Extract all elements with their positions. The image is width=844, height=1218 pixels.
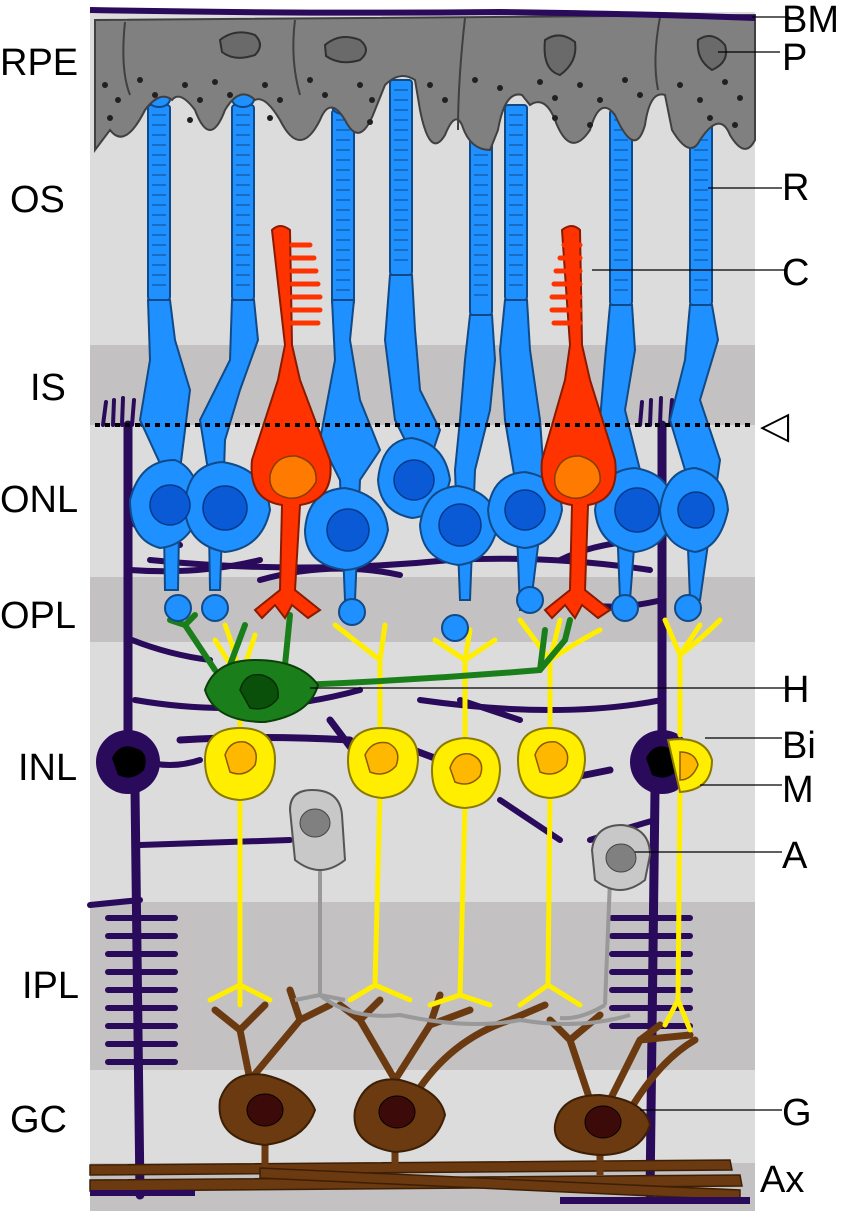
label-pigment: P bbox=[782, 37, 807, 79]
horizontal-cell bbox=[167, 612, 573, 724]
label-outer-limiting-membrane: ◁ bbox=[760, 405, 790, 447]
layer-label-is: IS bbox=[30, 367, 66, 409]
retinal-pigment-epithelium bbox=[94, 13, 756, 153]
label-amacrine-cell: A bbox=[782, 835, 808, 877]
label-ganglion-cell: G bbox=[782, 1092, 812, 1134]
layer-label-gc: GC bbox=[10, 1099, 67, 1141]
band-opl bbox=[90, 577, 755, 642]
muller-left-apical bbox=[101, 396, 147, 427]
axon-bundle bbox=[89, 1159, 743, 1201]
leader-lines bbox=[310, 16, 790, 1111]
label-axons: Ax bbox=[760, 1159, 804, 1201]
muller-cells bbox=[87, 396, 693, 1200]
layer-label-onl: ONL bbox=[0, 479, 78, 521]
cone-photoreceptors bbox=[250, 225, 617, 620]
layer-label-os: OS bbox=[10, 179, 65, 221]
inner-limiting-membrane-right bbox=[560, 1197, 750, 1204]
rpe-nuclei bbox=[218, 31, 728, 77]
layer-label-opl: OPL bbox=[0, 595, 76, 637]
amacrine-cells bbox=[288, 788, 652, 1026]
structure-labels: BM P R C ◁ H Bi M A G Ax bbox=[760, 0, 839, 1201]
layer-label-inl: INL bbox=[18, 747, 77, 789]
layer-labels: RPE OS IS ONL OPL INL IPL GC bbox=[0, 42, 79, 1141]
label-cone: C bbox=[782, 252, 809, 294]
label-horizontal-cell: H bbox=[782, 669, 809, 711]
inner-limiting-membrane-left bbox=[90, 1190, 195, 1196]
label-bruchs-membrane: BM bbox=[782, 0, 839, 41]
muller-left-ipl-rungs bbox=[105, 915, 178, 1065]
ganglion-cells bbox=[211, 986, 699, 1175]
label-muller-cell: M bbox=[782, 769, 814, 811]
layer-label-ipl: IPL bbox=[22, 965, 79, 1007]
rod-photoreceptors bbox=[128, 79, 730, 642]
label-bipolar-cell: Bi bbox=[782, 725, 816, 767]
cone-lamellae bbox=[289, 242, 583, 326]
muller-left-soma bbox=[96, 730, 160, 794]
melanin-granules bbox=[102, 77, 743, 128]
layer-label-rpe: RPE bbox=[0, 42, 78, 84]
bruchs-membrane bbox=[89, 7, 756, 21]
bipolar-cells bbox=[203, 617, 723, 1033]
label-rod: R bbox=[782, 167, 809, 209]
muller-right-apical bbox=[638, 396, 686, 427]
